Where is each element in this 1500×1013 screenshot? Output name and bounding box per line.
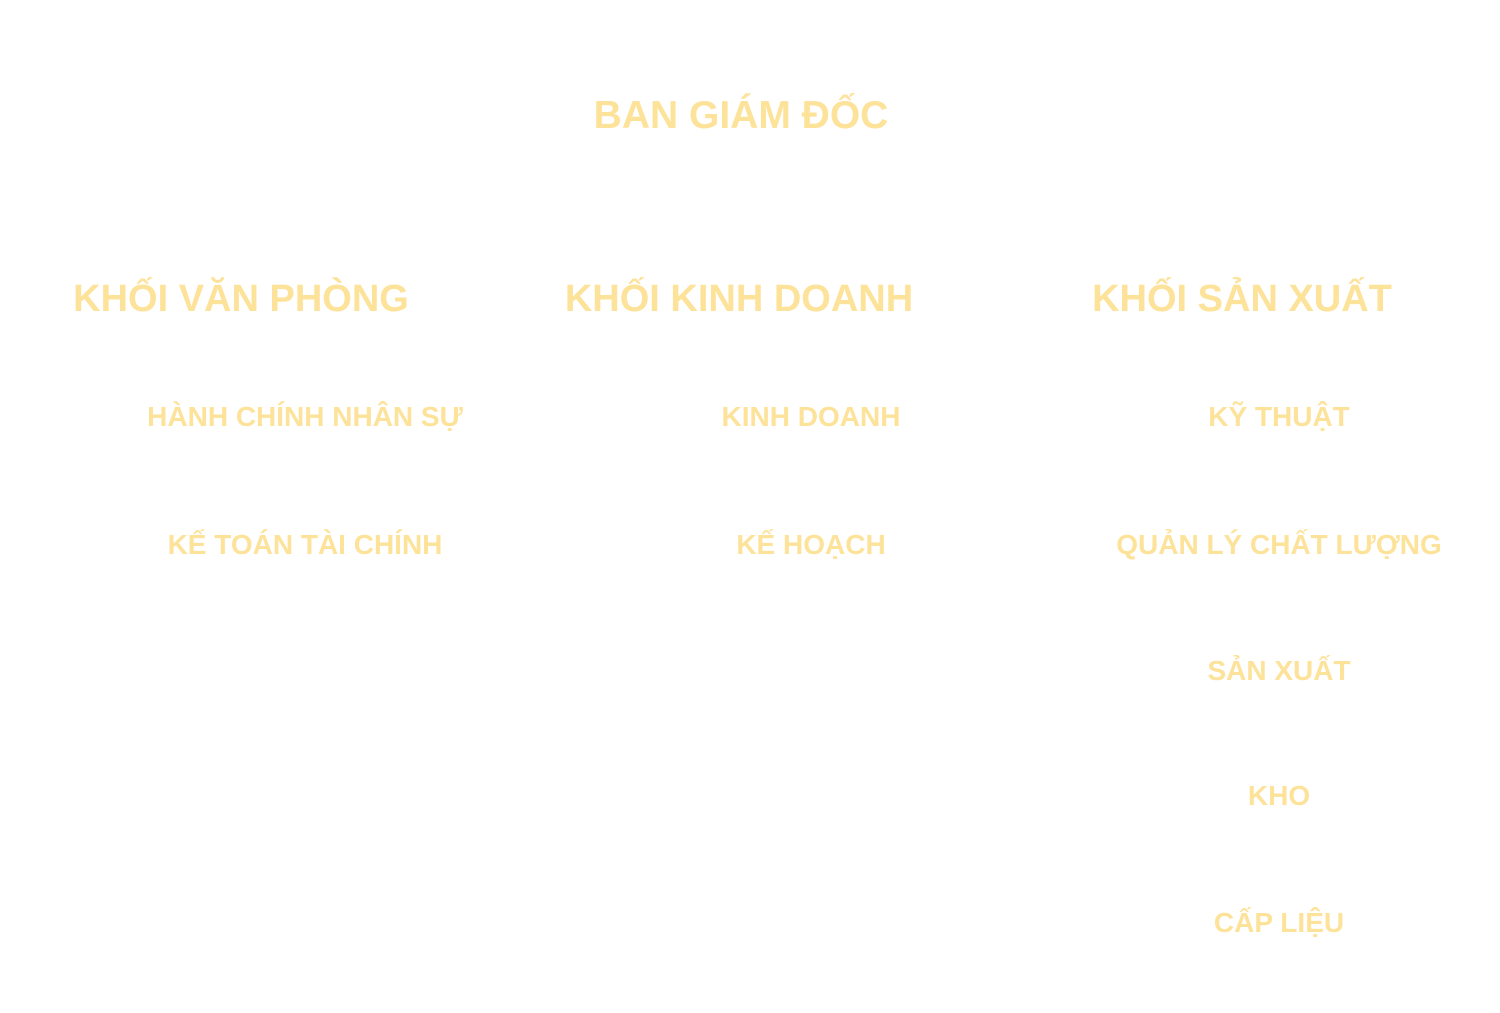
block-title-production: KHỐI SẢN XUẤT bbox=[1092, 278, 1392, 320]
dept-production: SẢN XUẤT bbox=[1207, 655, 1351, 686]
dept-planning: KẾ HOẠCH bbox=[736, 529, 886, 560]
board-of-directors-label: BAN GIÁM ĐỐC bbox=[593, 94, 889, 137]
dept-hr: HÀNH CHÍNH NHÂN SỰ bbox=[147, 401, 463, 432]
dept-accounting: KẾ TOÁN TÀI CHÍNH bbox=[167, 529, 443, 560]
dept-engineering: KỸ THUẬT bbox=[1208, 401, 1350, 432]
block-title-business: KHỐI KINH DOANH bbox=[564, 278, 914, 320]
dept-material-supply: CẤP LIỆU bbox=[1213, 907, 1345, 938]
dept-quality: QUẢN LÝ CHẤT LƯỢNG bbox=[1116, 529, 1442, 560]
dept-warehouse: KHO bbox=[1247, 780, 1311, 811]
block-title-office: KHỐI VĂN PHÒNG bbox=[73, 278, 409, 320]
dept-sales: KINH DOANH bbox=[721, 401, 901, 432]
